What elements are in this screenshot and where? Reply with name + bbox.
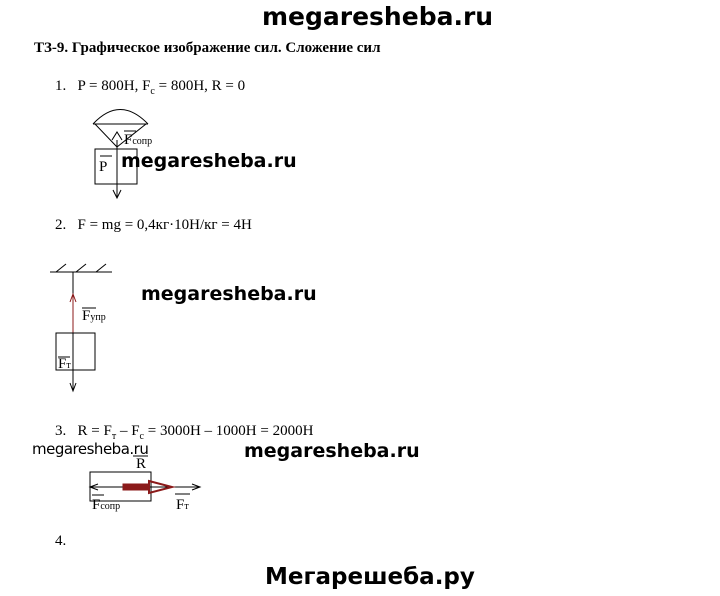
r-vector (122, 483, 150, 491)
sub: сопр (132, 136, 153, 147)
spring-diagram (50, 263, 112, 393)
item-1: 1. P = 800H, Fc = 800H, R = 0 (55, 78, 245, 97)
sub: т (184, 501, 189, 512)
r-label: R (136, 456, 147, 472)
load-box (55, 332, 96, 371)
parachute-canopy (92, 109, 149, 125)
f-sopr-label: Fсопр (92, 497, 120, 514)
ft-label: Fт (58, 356, 71, 373)
f-sopr-arrowhead (111, 131, 123, 141)
item-text: P = 800H, F (77, 78, 151, 94)
f-upr-label: Fупр (82, 308, 106, 325)
resultant-diagram (88, 455, 202, 502)
sub: сопр (100, 501, 121, 512)
item-text: R = F (77, 423, 112, 439)
sub: т (111, 431, 117, 442)
watermark: megaresheba.ru (244, 440, 420, 462)
sub: т (66, 360, 71, 371)
label: F (58, 356, 67, 372)
label: F (92, 497, 101, 513)
item-4: 4. (55, 533, 67, 549)
label: F (124, 132, 133, 148)
item-text: F = mg = 0,4кг·10H/кг = 4H (77, 217, 252, 233)
item-number: 1. (55, 78, 67, 94)
watermark-bottom: Мегарешеба.ру (265, 564, 475, 590)
load-box (94, 148, 138, 185)
sub: c (139, 431, 144, 442)
ft-label: Fт (176, 497, 189, 514)
sub: c (150, 86, 155, 97)
page-title: ТЗ-9. Графическое изображение сил. Сложе… (34, 40, 381, 56)
f-sopr-label: Fсопр (124, 132, 152, 149)
item-text-rest: = 800H, R = 0 (154, 78, 246, 94)
item-text-rest: = 3000H – 1000H = 2000H (143, 423, 314, 439)
p-label: P (99, 159, 108, 175)
item-2: 2. F = mg = 0,4кг·10H/кг = 4H (55, 217, 252, 234)
watermark: megaresheba.ru (141, 283, 317, 305)
item-number: 2. (55, 217, 67, 233)
item-3: 3. R = Fт – Fc = 3000H – 1000H = 2000H (55, 423, 313, 442)
item-number: 3. (55, 423, 67, 439)
watermark: megaresheba.ru (121, 150, 297, 172)
parachute-diagram (92, 109, 149, 200)
label: F (82, 308, 91, 324)
sub: упр (90, 312, 106, 323)
watermark-top: megaresheba.ru (262, 2, 494, 31)
watermark: megaresheba.ru (32, 440, 149, 458)
label: F (176, 497, 185, 513)
item-text: – F (116, 423, 140, 439)
